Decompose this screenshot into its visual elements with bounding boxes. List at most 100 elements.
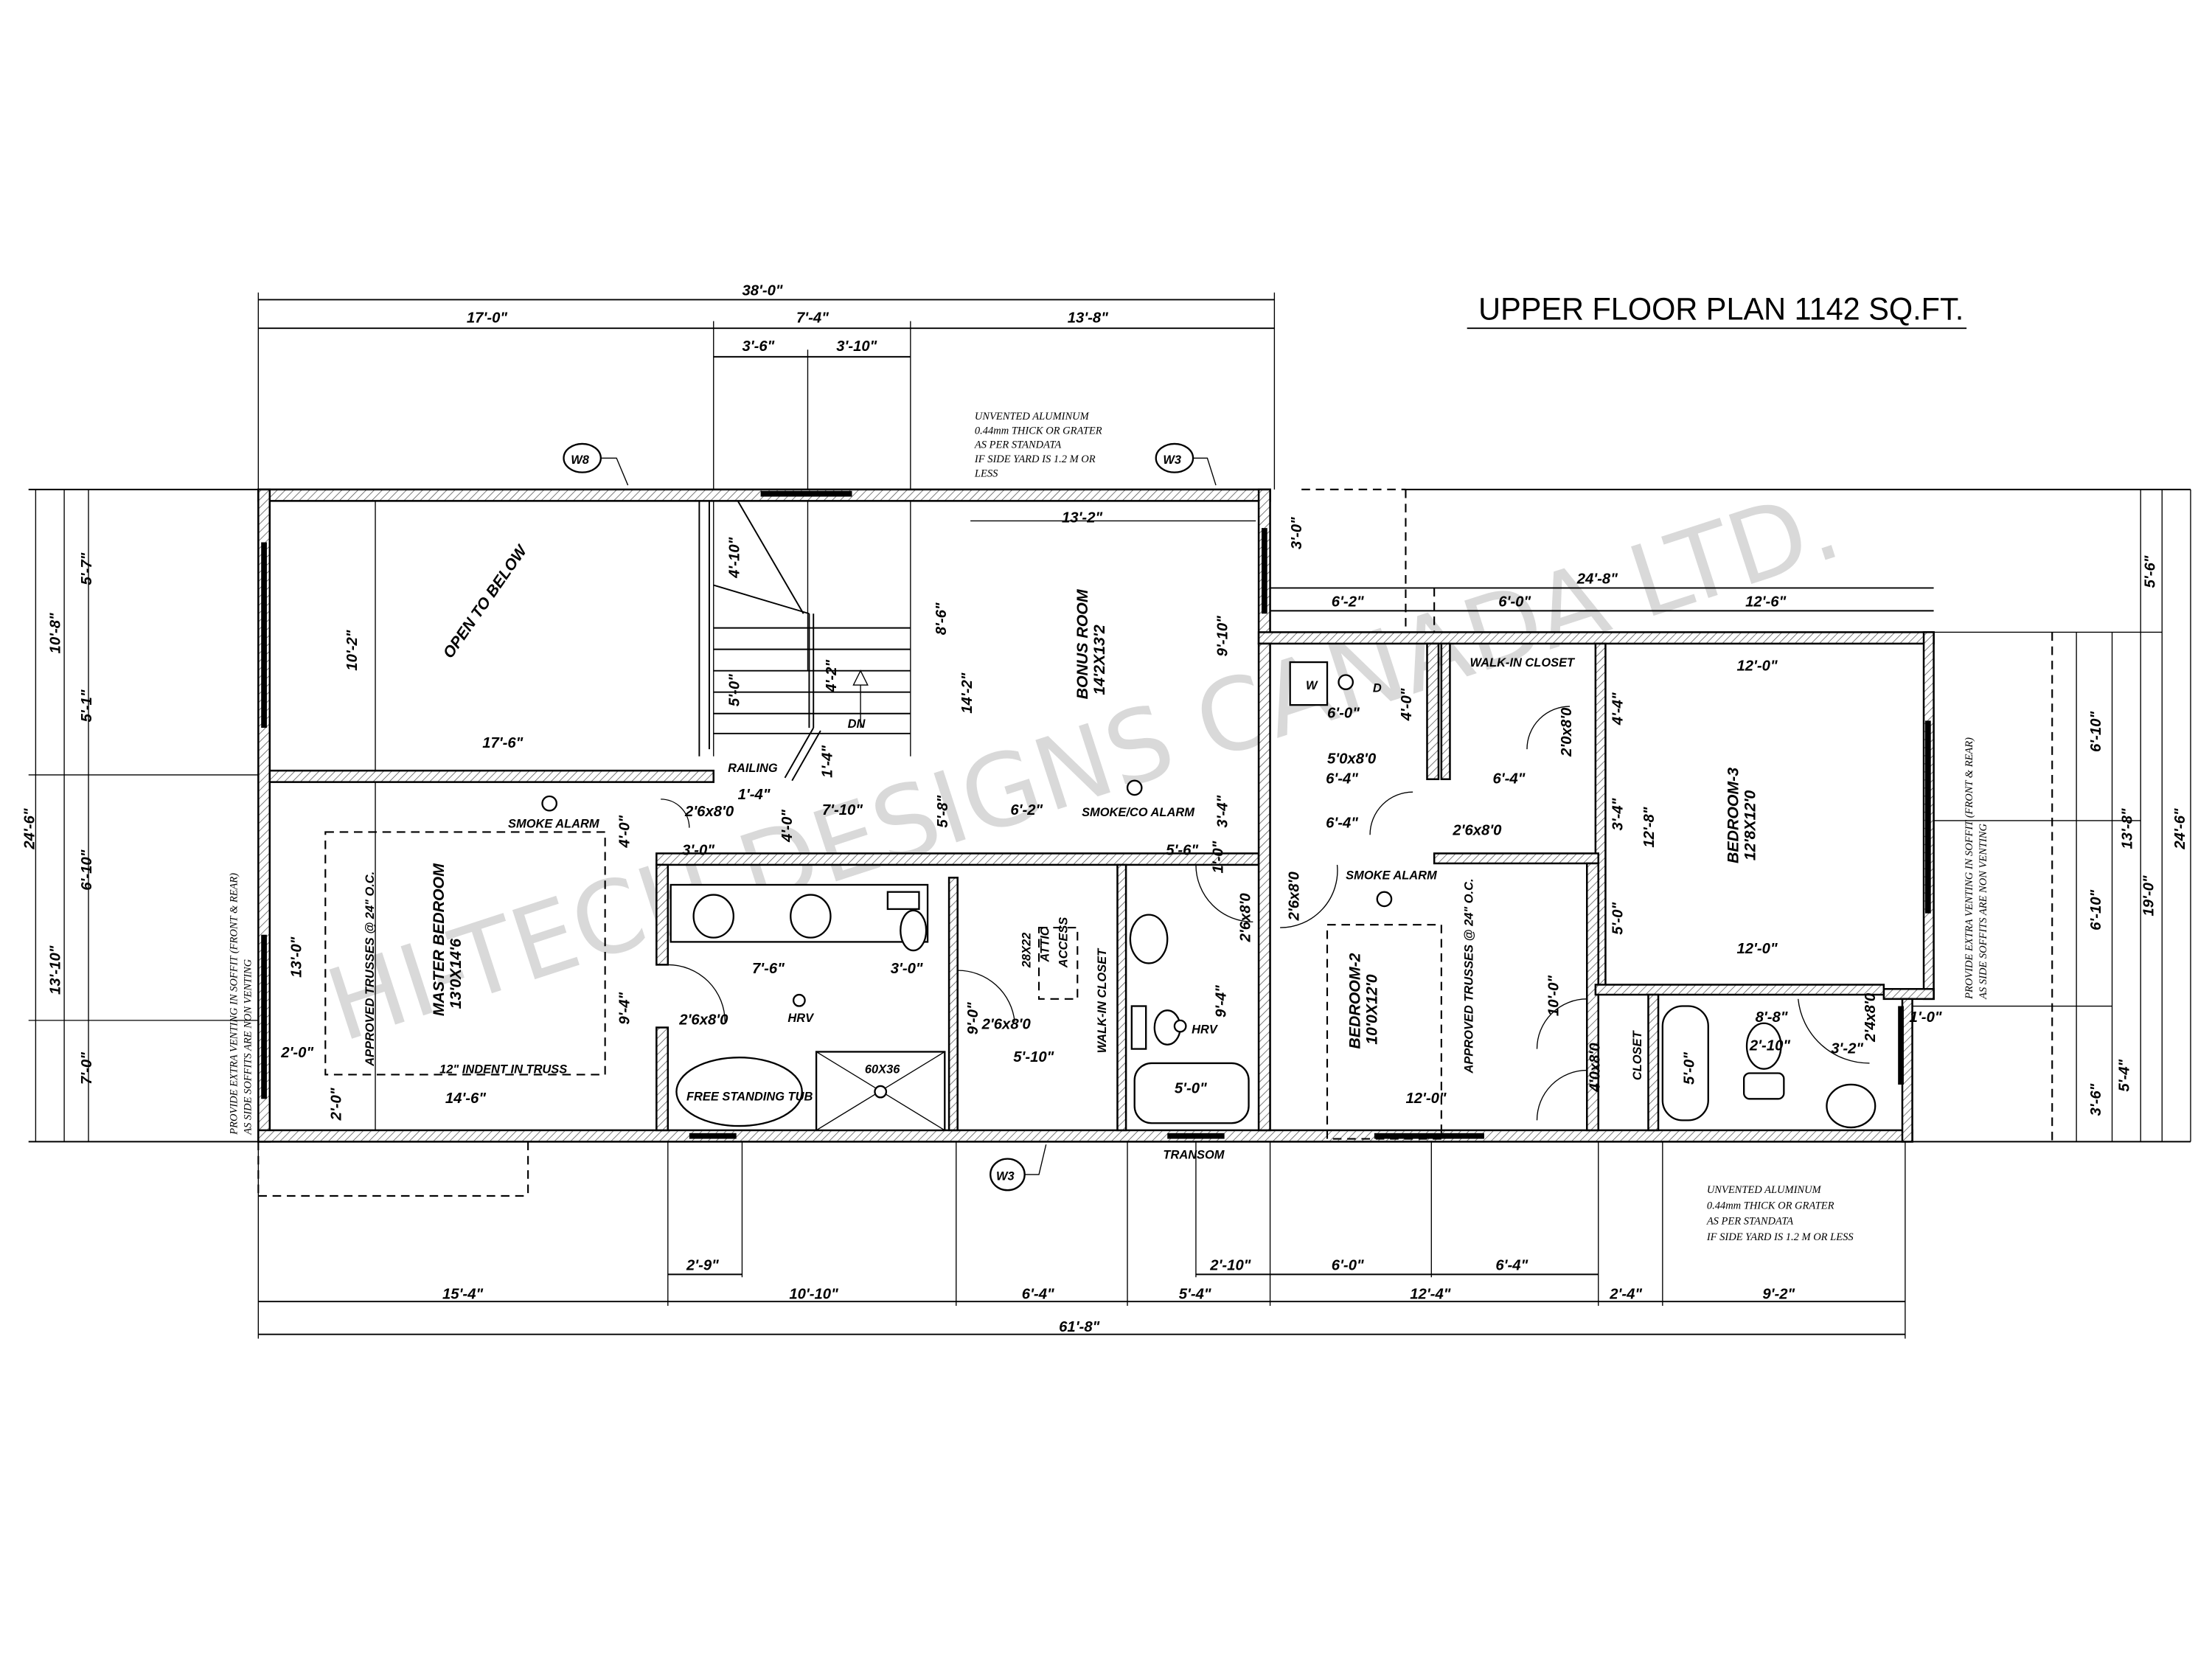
- sink-icon: [692, 894, 734, 939]
- dimension-label: 12'-0": [1736, 658, 1777, 675]
- dimension-label: 19'-0": [2141, 875, 2157, 916]
- dimension-label: 1'-0": [1910, 1009, 1942, 1026]
- dimension-label: 2'-9": [686, 1258, 719, 1274]
- note-soffit-right: PROVIDE EXTRA VENTING IN SOFFIT (FRONT &…: [1964, 737, 1989, 1000]
- dimension-label: 2'6x8'0: [1286, 872, 1302, 922]
- master-bedroom-label: MASTER BEDROOM: [430, 863, 448, 1016]
- walk-in-closet-label: WALK-IN CLOSET: [1096, 947, 1109, 1053]
- title-text: UPPER FLOOR PLAN 1142 SQ.FT.: [1478, 292, 1964, 327]
- svg-text:AS SIDE SOFFITS ARE NON VENTIN: AS SIDE SOFFITS ARE NON VENTING: [243, 959, 254, 1135]
- walk-in-closet-label: WALK-IN CLOSET: [1470, 656, 1576, 669]
- dimension-label: 5'-1": [79, 689, 95, 722]
- hrv-icon: [1173, 1019, 1187, 1033]
- svg-text:PROVIDE EXTRA VENTING IN SOFFI: PROVIDE EXTRA VENTING IN SOFFIT (FRONT &…: [228, 873, 240, 1135]
- watermark: HI-TECH DESIGNS CANADA LTD.: [314, 465, 1853, 1065]
- dimension-label: 9'-4": [1214, 985, 1230, 1018]
- dimension-label: 10'-0": [1546, 975, 1562, 1016]
- dimension-label: 6'-0": [1332, 1258, 1364, 1274]
- dimension-label: 10'-8": [47, 613, 63, 653]
- svg-text:TRANSOM: TRANSOM: [1163, 1149, 1224, 1162]
- sink-icon: [1826, 1083, 1877, 1129]
- svg-text:UNVENTED ALUMINUM: UNVENTED ALUMINUM: [975, 411, 1090, 422]
- svg-text:AS PER STANDATA: AS PER STANDATA: [974, 439, 1061, 451]
- svg-text:HRV: HRV: [787, 1012, 815, 1025]
- dimension-label: 14'-2": [959, 672, 975, 713]
- dimension-label: 15'-4": [442, 1286, 483, 1302]
- dimension-label: 5'-4": [2117, 1059, 2133, 1091]
- svg-text:LESS: LESS: [974, 467, 998, 479]
- svg-text:SMOKE ALARM: SMOKE ALARM: [508, 818, 599, 831]
- svg-text:SMOKE ALARM: SMOKE ALARM: [1346, 869, 1437, 882]
- dimension-label: 6'-2": [1010, 802, 1043, 818]
- dimension-label: 9'-4": [617, 992, 633, 1024]
- dimension-label: 5'-6": [2143, 555, 2159, 588]
- dimension-label: 6'-10": [2088, 889, 2104, 930]
- svg-text:28X22: 28X22: [1020, 933, 1033, 969]
- note-unvented-bottom: UNVENTED ALUMINUM 0.44mm THICK OR GRATER…: [1706, 1184, 1854, 1243]
- dimension-label: 38'-0": [742, 283, 782, 299]
- dimension-label: 2'-10": [1749, 1038, 1790, 1054]
- dimension-label: 4'-0": [617, 815, 633, 848]
- dimension-label: 3'-0": [891, 961, 923, 977]
- dimension-label: 6'-4": [1326, 771, 1358, 787]
- svg-text:IF SIDE YARD IS 1.2 M OR: IF SIDE YARD IS 1.2 M OR: [974, 453, 1096, 465]
- svg-text:0.44mm THICK OR GRATER: 0.44mm THICK OR GRATER: [1707, 1200, 1834, 1211]
- smoke-co-alarm-icon: [1126, 779, 1143, 796]
- toilet-icon: [900, 909, 928, 952]
- dimension-label: 5'-6": [1166, 842, 1198, 858]
- svg-text:60X36: 60X36: [865, 1062, 900, 1076]
- dimension-label: 5'-0": [1681, 1052, 1697, 1085]
- bonus-room-size: 14'2X13'2: [1091, 625, 1108, 695]
- dimension-label: 9'-2": [1762, 1286, 1795, 1302]
- svg-text:W3: W3: [996, 1170, 1015, 1183]
- dimension-label: 2'-10": [1209, 1258, 1251, 1274]
- svg-text:W: W: [1306, 679, 1318, 692]
- dimension-label: 8'-6": [933, 602, 950, 635]
- bathtub-icon: [1133, 1062, 1250, 1124]
- svg-text:PROVIDE EXTRA VENTING IN SOFFI: PROVIDE EXTRA VENTING IN SOFFIT (FRONT &…: [1964, 737, 1975, 1000]
- staircase: DN RAILING: [698, 500, 911, 782]
- plan-title: UPPER FLOOR PLAN 1142 SQ.FT.: [1467, 292, 1967, 330]
- bedroom-3-size: 12'8X12'0: [1742, 790, 1759, 860]
- dimension-label: 6'-0": [1327, 706, 1360, 722]
- svg-text:ACCESS: ACCESS: [1057, 917, 1071, 969]
- dimension-label: 13'-8": [1068, 310, 1108, 326]
- dimension-label: 5'-10": [1013, 1049, 1054, 1065]
- dimension-label: 2'-0": [329, 1088, 345, 1121]
- dimension-label: 3'-0": [682, 842, 714, 858]
- stair-down-label: DN: [848, 717, 866, 731]
- window-tag-w3-bottom: W3: [990, 1144, 1047, 1192]
- dimension-label: 3'-10": [836, 338, 877, 355]
- door-swings: [661, 706, 1870, 1121]
- dimension-label: 12'-0": [1736, 941, 1777, 957]
- dimension-label: 3'-6": [742, 338, 774, 355]
- dimension-label: 3'-4": [1610, 798, 1627, 830]
- dimension-label: 4'-10": [727, 537, 743, 578]
- dimension-label: 24'-6": [2172, 808, 2188, 849]
- dimension-label: 5'-0": [1175, 1081, 1207, 1097]
- dimension-label: 2'6x8'0: [981, 1016, 1032, 1032]
- dimension-label: 2'6x8'0: [1452, 822, 1502, 838]
- dimension-label: 12'-4": [1410, 1286, 1450, 1302]
- dimension-label: 4'-0": [1399, 688, 1415, 721]
- dimension-label: 17'-6": [482, 735, 523, 751]
- dimension-label: 3'-4": [1215, 795, 1231, 827]
- dimension-label: 8'-8": [1756, 1009, 1788, 1026]
- walls: [257, 488, 1935, 1143]
- dimension-label: 1'-0": [1211, 841, 1227, 873]
- dimension-labels: 38'-0"17'-0"7'-4"13'-8"3'-6"3'-10"13'-2"…: [21, 283, 2188, 1335]
- sink-icon: [790, 894, 832, 939]
- smoke-alarm-icon: [541, 795, 557, 812]
- window-tag-w8: W8: [563, 442, 629, 486]
- bonus-room-label: BONUS ROOM: [1074, 588, 1091, 699]
- svg-text:AS PER STANDATA: AS PER STANDATA: [1706, 1216, 1793, 1228]
- dimension-label: 9'-10": [1215, 616, 1231, 656]
- dimension-label: 2'-0": [280, 1045, 313, 1061]
- master-bedroom-size: 13'0X14'6: [447, 939, 465, 1009]
- svg-text:APPROVED TRUSSES @ 24" O.C.: APPROVED TRUSSES @ 24" O.C.: [364, 872, 377, 1067]
- note-soffit-left: PROVIDE EXTRA VENTING IN SOFFIT (FRONT &…: [228, 873, 254, 1135]
- dimension-label: 3'-0": [1289, 517, 1305, 549]
- open-to-below-label: OPEN TO BELOW: [439, 541, 531, 661]
- dimension-label: 6'-4": [1326, 815, 1358, 832]
- svg-text:W8: W8: [571, 453, 590, 467]
